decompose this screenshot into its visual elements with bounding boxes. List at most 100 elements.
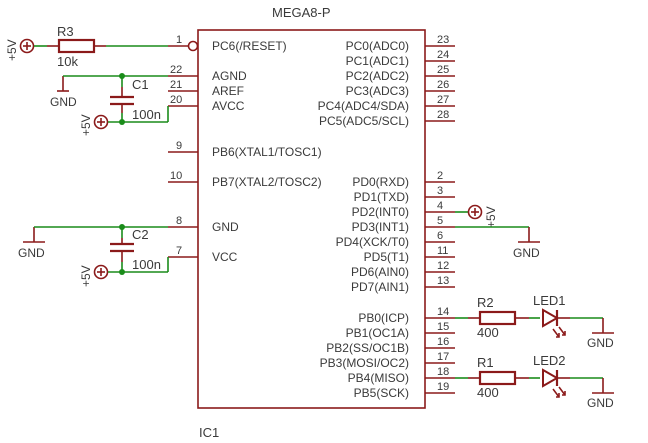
digital-supply-network: GND C2 100n +5V xyxy=(18,224,169,287)
pin-num: 22 xyxy=(170,64,182,76)
r3-name: R3 xyxy=(57,24,74,39)
pin-num: 24 xyxy=(437,49,449,61)
r2-name: R2 xyxy=(477,295,494,310)
pin-label: AVCC xyxy=(212,99,245,113)
pin-label: PC0(ADC0) xyxy=(346,39,409,53)
led2-name: LED2 xyxy=(533,353,566,368)
pin-num: 7 xyxy=(176,245,182,257)
pin-num: 23 xyxy=(437,34,449,46)
pin-num: 13 xyxy=(437,275,449,287)
pin-label: PB2(SS/OC1B) xyxy=(326,341,409,355)
pin-label: PD4(XCK/T0) xyxy=(336,235,409,249)
pin-num: 19 xyxy=(437,381,449,393)
vcc-symbol-icon xyxy=(467,204,483,220)
pin-label: PC6(/RESET) xyxy=(212,39,287,53)
pin-num: 4 xyxy=(437,200,443,212)
pin-num: 28 xyxy=(437,109,449,121)
pin-label: PB4(MISO) xyxy=(348,371,409,385)
pin-num: 12 xyxy=(437,260,449,272)
r2-resistor xyxy=(478,310,517,326)
led1-diode-icon xyxy=(542,308,566,338)
pin-num: 16 xyxy=(437,336,449,348)
vcc-symbol-icon xyxy=(93,264,109,280)
gnd-label: GND xyxy=(18,246,45,260)
pin-num: 26 xyxy=(437,79,449,91)
pin-label: PD2(INT0) xyxy=(352,205,409,219)
vcc-symbol-icon xyxy=(93,114,109,130)
pin-num: 25 xyxy=(437,64,449,76)
pin-label: PC5(ADC5/SCL) xyxy=(319,114,409,128)
gnd-label: GND xyxy=(587,396,614,410)
pin-num: 15 xyxy=(437,321,449,333)
c2-value: 100n xyxy=(132,257,161,272)
pin-label: PD6(AIN0) xyxy=(351,265,409,279)
pin-num: 9 xyxy=(176,140,182,152)
ic-name-label: IC1 xyxy=(199,425,219,440)
pin-label: PD7(AIN1) xyxy=(351,280,409,294)
pin-label: PB3(MOSI/OC2) xyxy=(320,356,409,370)
pin-label: PB7(XTAL2/TOSC2) xyxy=(212,175,322,189)
ic-body xyxy=(197,29,426,409)
ic-part-label: MEGA8-P xyxy=(272,5,331,20)
pin-label: PB0(ICP) xyxy=(358,311,409,325)
c2-name: C2 xyxy=(132,227,149,242)
led2-diode-icon xyxy=(542,368,566,398)
r1-name: R1 xyxy=(477,355,494,370)
r1-resistor xyxy=(478,370,517,386)
analog-supply-network: GND C1 100n +5V xyxy=(50,73,169,136)
c1-value: 100n xyxy=(132,107,161,122)
pin-num: 18 xyxy=(437,366,449,378)
vcc-symbol-icon xyxy=(19,38,35,54)
ic-left-pins: 1 22 21 20 9 10 8 7 PC6(/RESET) AGND ARE… xyxy=(168,34,322,264)
gnd-label: GND xyxy=(513,246,540,260)
vcc-label: +5V xyxy=(5,39,19,61)
pin-label: PD0(RXD) xyxy=(352,175,409,189)
vcc-label: +5V xyxy=(79,114,93,136)
c1-name: C1 xyxy=(132,77,149,92)
r2-value: 400 xyxy=(477,325,499,340)
r3-resistor xyxy=(57,38,96,54)
pin-label: GND xyxy=(212,220,239,234)
pin-label: PB1(OC1A) xyxy=(346,326,409,340)
pin-num: 3 xyxy=(437,185,443,197)
pin-label: PD1(TXD) xyxy=(354,190,409,204)
pin-label: PD5(T1) xyxy=(364,250,409,264)
pin-num: 10 xyxy=(170,170,182,182)
pin-num: 1 xyxy=(176,34,182,46)
pin-num: 14 xyxy=(437,306,449,318)
vcc-label: +5V xyxy=(484,206,498,228)
r3-value: 10k xyxy=(57,54,78,69)
gnd-label: GND xyxy=(50,95,77,109)
pin-label: PB6(XTAL1/TOSC1) xyxy=(212,145,322,159)
pin-label: PC3(ADC3) xyxy=(346,84,409,98)
pin-num: 6 xyxy=(437,230,443,242)
pin-label: PC1(ADC1) xyxy=(346,54,409,68)
pin-label: PB5(SCK) xyxy=(354,386,409,400)
pin-label: PC2(ADC2) xyxy=(346,69,409,83)
pd2-pullup: +5V xyxy=(455,204,498,228)
pin-num: 17 xyxy=(437,351,449,363)
pin-label: PD3(INT1) xyxy=(352,220,409,234)
pin-num: 21 xyxy=(170,79,182,91)
r1-value: 400 xyxy=(477,385,499,400)
pin-num: 5 xyxy=(437,215,443,227)
reset-network: +5V R3 10k xyxy=(5,24,168,69)
pin-label: AREF xyxy=(212,84,244,98)
pin-num: 2 xyxy=(437,170,443,182)
ic-right-pins: 23 24 25 26 27 28 2 3 4 5 6 11 12 13 14 … xyxy=(318,34,455,400)
pin-num: 8 xyxy=(176,215,182,227)
pin-num: 11 xyxy=(437,245,448,257)
pd3-ground: GND xyxy=(455,226,540,260)
vcc-label: +5V xyxy=(79,265,93,287)
led1-chain: R2 400 LED1 GND xyxy=(455,293,614,350)
pin-num: 27 xyxy=(437,94,449,106)
led2-chain: R1 400 LED2 GND xyxy=(455,353,614,410)
gnd-label: GND xyxy=(587,336,614,350)
pin-label: VCC xyxy=(212,250,238,264)
pin-label: AGND xyxy=(212,69,247,83)
led1-name: LED1 xyxy=(533,293,566,308)
pin-num: 20 xyxy=(170,94,182,106)
pin-label: PC4(ADC4/SDA) xyxy=(318,99,409,113)
reset-inversion-bubble xyxy=(187,40,199,52)
